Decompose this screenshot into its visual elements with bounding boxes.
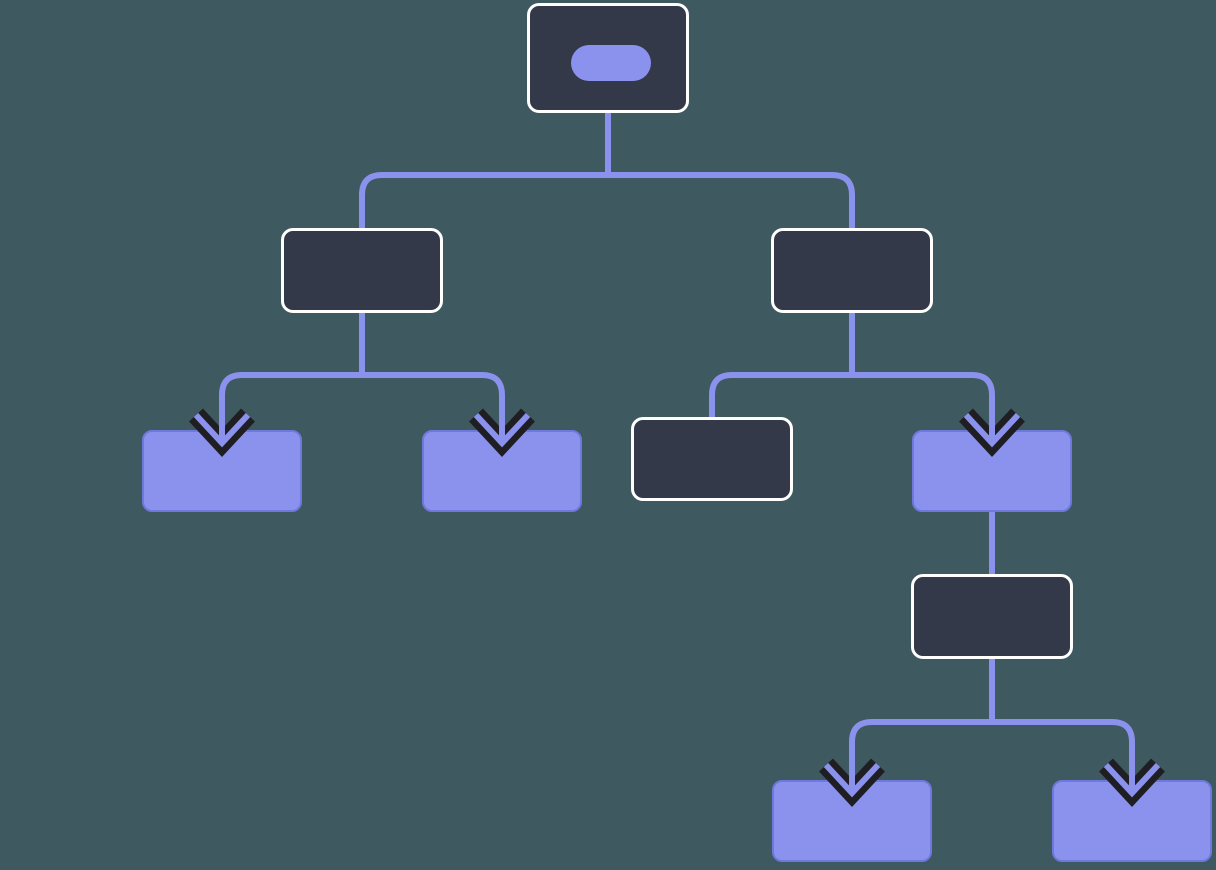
node-level3-leaf-1[interactable] <box>142 430 302 512</box>
edge-branch-group <box>219 172 1135 790</box>
edge-l2a-to-l3a <box>219 372 362 440</box>
edge-l2b-to-l3d <box>852 372 995 440</box>
edge-root-to-l2a <box>359 172 608 228</box>
node-level3-leaf-2[interactable] <box>422 430 582 512</box>
node-level2-right[interactable] <box>771 228 933 313</box>
node-level5-leaf-1[interactable] <box>772 780 932 862</box>
edge-l4a-to-l5a <box>849 719 992 790</box>
edge-understroke-group <box>359 58 995 722</box>
edge-root-to-l2b <box>608 172 855 228</box>
node-level5-leaf-2[interactable] <box>1052 780 1212 862</box>
node-level2-left[interactable] <box>281 228 443 313</box>
root-badge-pill <box>571 45 651 81</box>
edge-l2b-to-l3c <box>709 372 852 417</box>
node-level3-leaf-3[interactable] <box>912 430 1072 512</box>
node-level3-dark[interactable] <box>631 417 793 501</box>
edge-l4a-to-l5b <box>992 719 1135 790</box>
edge-l2a-to-l3b <box>362 372 505 440</box>
node-level4-dark[interactable] <box>911 574 1073 659</box>
node-root[interactable] <box>527 3 689 113</box>
